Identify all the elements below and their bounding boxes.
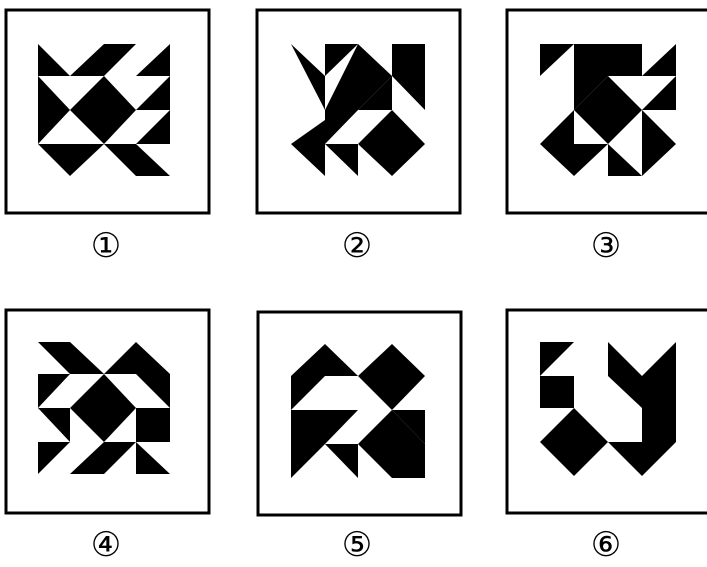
panel-6-tile	[642, 342, 676, 376]
panel-1-tile	[104, 144, 170, 176]
figure-label-2: ②	[327, 226, 387, 266]
panel-4-tile	[136, 374, 170, 408]
panel-6-tile	[608, 342, 642, 376]
figure-label-4: ④	[76, 525, 136, 565]
panel-1-tile	[70, 76, 136, 144]
panel-4-tile	[38, 442, 70, 474]
panel-1-tile	[38, 76, 70, 110]
panel-5-tile	[291, 344, 358, 376]
panel-3-tile	[540, 110, 574, 144]
panel-3-tile	[574, 144, 608, 176]
panel-1-tile	[136, 44, 170, 76]
panel-2-tile	[358, 110, 425, 176]
panel-5-tile	[325, 444, 358, 478]
panel-2-tile	[325, 144, 358, 176]
panel-1-tile	[136, 110, 170, 144]
panel-4-tile	[104, 342, 170, 374]
panel-3	[507, 10, 707, 213]
panel-6	[507, 310, 707, 513]
panel-2-tile	[291, 120, 325, 176]
panel-1-tile	[70, 44, 136, 76]
panel-6-tile	[540, 342, 574, 376]
panel-2-pattern	[291, 44, 425, 176]
panel-4-pattern	[38, 342, 170, 474]
panel-2-tile	[291, 44, 325, 110]
panel-3-tile	[642, 76, 676, 110]
panel-3-tile	[540, 44, 574, 76]
panel-2-tile	[392, 44, 425, 110]
panel-6-tile	[540, 376, 574, 408]
figure-label-6: ⑥	[576, 525, 636, 565]
panel-4-tile	[38, 342, 104, 374]
panel-3-tile	[642, 110, 676, 176]
figure-label-5: ⑤	[327, 525, 387, 565]
panel-1-tile	[38, 44, 70, 76]
panel-4-tile	[38, 408, 70, 442]
panel-5-tile	[291, 410, 325, 444]
panel-6-tile	[642, 376, 676, 408]
panel-1	[6, 10, 209, 213]
panel-4	[6, 310, 209, 513]
panel-5-tile	[325, 410, 358, 444]
panel-6-tile	[540, 408, 608, 476]
panel-4-tile	[136, 442, 170, 474]
panel-5-tile	[358, 344, 425, 410]
panel-5-frame	[258, 312, 461, 515]
panel-5	[258, 312, 461, 515]
panel-4-tile	[70, 442, 136, 474]
panel-5-tile	[291, 376, 325, 410]
panel-1-tile	[38, 144, 104, 176]
panel-5-pattern	[291, 344, 425, 478]
panel-1-tile	[38, 110, 70, 144]
panel-4-tile	[70, 374, 136, 442]
panel-6-pattern	[540, 342, 676, 476]
panel-2-tile	[325, 110, 358, 144]
panel-3-pattern	[540, 44, 676, 176]
figure-label-1: ①	[76, 226, 136, 266]
figure-label-3: ③	[576, 226, 636, 266]
panel-3-tile	[608, 144, 642, 176]
panel-6-tile	[608, 442, 676, 476]
panel-6-tile	[642, 408, 676, 442]
panel-3-tile	[642, 44, 676, 76]
panel-2	[257, 10, 460, 213]
panel-4-tile	[136, 408, 170, 442]
panel-1-pattern	[38, 44, 170, 176]
panel-5-tile	[358, 410, 392, 478]
panel-2-frame	[257, 10, 460, 213]
panel-5-tile	[291, 444, 325, 478]
panel-6-tile	[608, 376, 642, 408]
panel-3-tile	[540, 144, 574, 176]
panel-6-frame	[507, 310, 707, 513]
panel-1-tile	[136, 76, 170, 110]
panel-4-tile	[38, 374, 70, 408]
